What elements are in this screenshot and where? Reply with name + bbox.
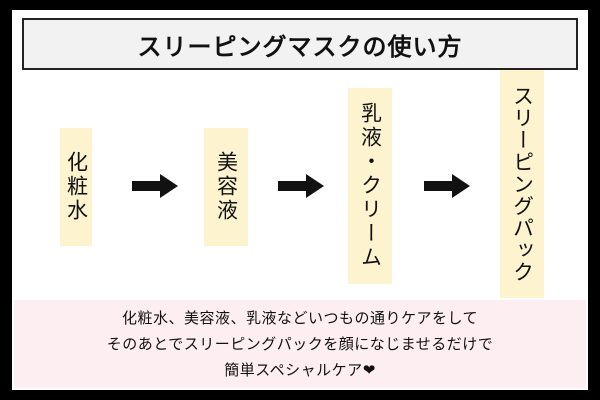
step-label: 化粧水 <box>64 151 89 223</box>
title-banner: スリーピングマスクの使い方 <box>22 18 578 70</box>
step-label: スリーピングパック <box>510 85 535 283</box>
right-arrow-icon <box>424 174 470 198</box>
step-sleeping-pack: スリーピングパック <box>500 70 544 298</box>
right-arrow-icon <box>132 174 178 198</box>
step-emulsion-cream: 乳液・クリーム <box>348 88 392 284</box>
step-label: 美容液 <box>214 151 239 223</box>
message-line-3: 簡単スペシャルケア❤ <box>224 359 376 381</box>
right-arrow-icon <box>278 174 324 198</box>
message-line-2: そのあとでスリーピングパックを顔になじませるだけで <box>106 335 494 353</box>
infographic-frame: スリーピングマスクの使い方 化粧水 美容液 乳液・クリーム スリーピングパック … <box>12 10 588 390</box>
message-line-1: 化粧水、美容液、乳液などいつもの通りケアをして <box>121 309 479 327</box>
instruction-message: 化粧水、美容液、乳液などいつもの通りケアをして そのあとでスリーピングパックを顔… <box>14 300 586 388</box>
message-line-3-text: 簡単スペシャルケア <box>224 361 363 379</box>
step-label: 乳液・クリーム <box>358 102 383 270</box>
step-serum: 美容液 <box>204 128 248 246</box>
heart-icon: ❤ <box>362 361 376 379</box>
step-toner: 化粧水 <box>60 128 92 246</box>
page-title: スリーピングマスクの使い方 <box>137 32 463 61</box>
